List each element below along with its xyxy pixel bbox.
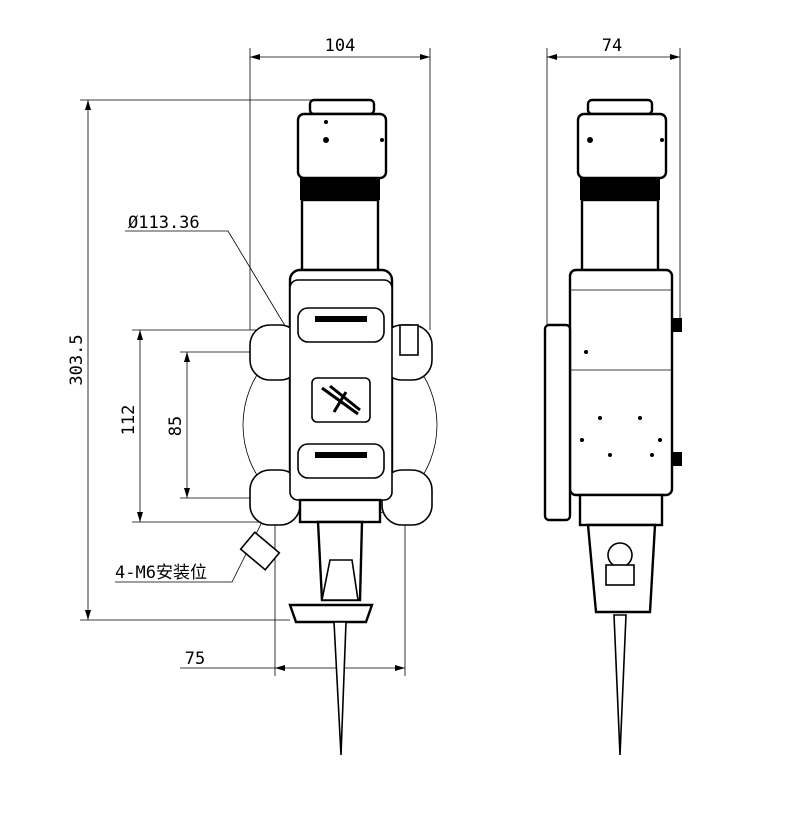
dim-75: 75	[185, 649, 205, 669]
mount-holes-note: 4-M6安装位	[115, 563, 207, 583]
dimension-labels: 104 74 Ø113.36 303.5 112 85 75 4-M6安装位	[67, 36, 622, 669]
dim-85: 85	[166, 416, 186, 436]
dim-112: 112	[119, 405, 139, 436]
dim-104: 104	[325, 36, 356, 56]
brand-logo	[311, 377, 371, 423]
dim-303-5: 303.5	[67, 334, 87, 385]
front-view	[239, 98, 433, 756]
side-view	[543, 98, 682, 756]
dim-diameter: Ø113.36	[128, 213, 200, 233]
dim-74: 74	[602, 36, 622, 56]
